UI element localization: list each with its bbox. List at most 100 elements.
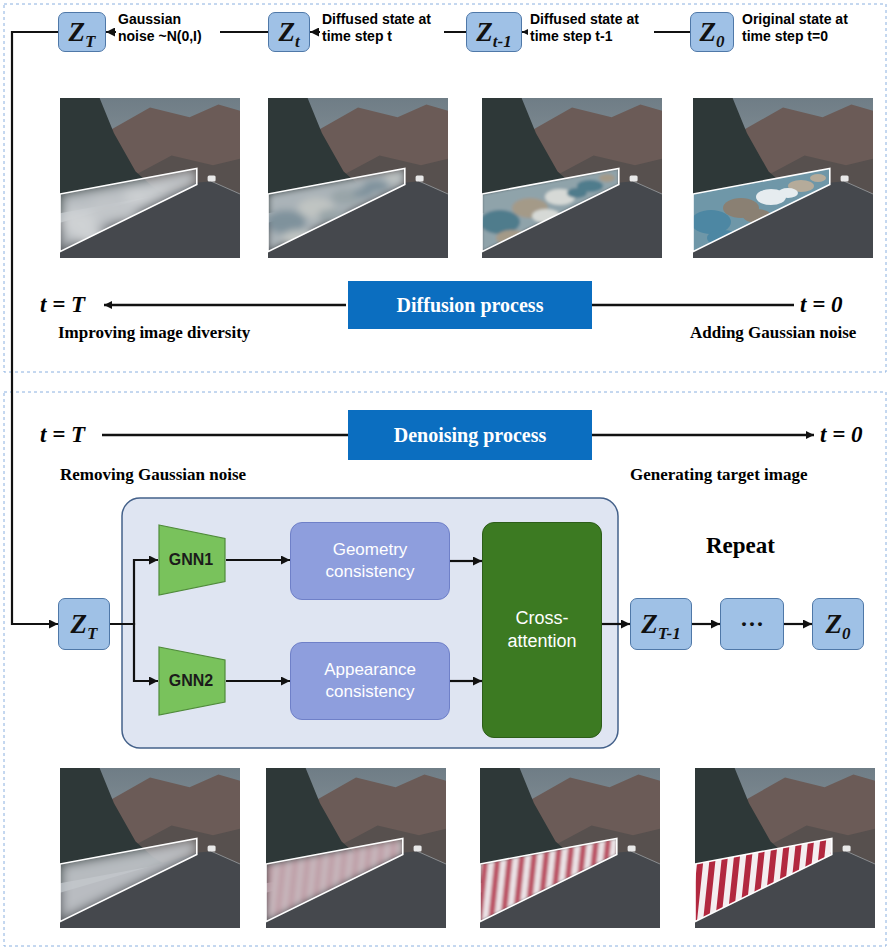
annotation-label: t = T	[38, 421, 87, 449]
sky	[480, 768, 660, 928]
river-detail	[707, 230, 739, 246]
river-detail	[177, 174, 193, 182]
sky	[60, 768, 240, 928]
timeline-line	[592, 304, 794, 307]
node-text: ZT	[69, 19, 96, 46]
river-detail	[496, 230, 528, 246]
region-outline	[60, 838, 197, 921]
state-subscript: T-1	[658, 624, 681, 643]
state-box: Zt	[268, 12, 310, 52]
flow-arrow	[110, 624, 158, 681]
flow-arrow	[12, 32, 58, 624]
annotation-label: Adding Gaussian noise	[690, 322, 856, 344]
car	[208, 846, 216, 852]
node-text: Cross-attention	[491, 607, 593, 654]
road-scene-image	[60, 98, 240, 258]
region-outline	[482, 168, 619, 251]
annotation-label: Generating target image	[630, 464, 808, 486]
annotation-label: Repeat	[706, 532, 775, 560]
masked-region	[482, 168, 619, 251]
region-fill	[266, 838, 403, 921]
road-scene-image	[482, 98, 662, 258]
region-outline	[60, 168, 197, 251]
node-text: ZT	[71, 611, 98, 638]
state-symbol: Z	[700, 17, 717, 47]
car	[841, 176, 849, 182]
node-text: Z0	[826, 611, 851, 638]
region-fill	[60, 168, 197, 251]
flow-arrow	[226, 559, 290, 561]
consistency-box: Geometry consistency	[290, 522, 450, 600]
module-container	[122, 498, 618, 748]
annotation-label: t = 0	[818, 421, 865, 449]
masked-region	[693, 168, 830, 251]
state-symbol: Z	[476, 17, 493, 47]
node-text: Appearance consistency	[301, 659, 439, 703]
state-symbol: Z	[69, 17, 86, 47]
state-box: ZT-1	[630, 598, 692, 650]
sky	[268, 98, 448, 258]
state-symbol: Z	[826, 609, 843, 639]
timeline-arrow	[104, 304, 346, 307]
state-subscript: T	[85, 32, 95, 51]
river-detail	[599, 174, 615, 182]
trapezoid	[159, 525, 225, 595]
road-edge	[633, 181, 662, 194]
region-fill	[480, 838, 617, 921]
masked-region	[480, 838, 617, 921]
flow-arrow	[450, 560, 482, 562]
annotation-label: t = 0	[798, 291, 845, 319]
flow-arrow	[450, 680, 482, 682]
flow-arrow	[784, 623, 812, 625]
region-content	[266, 838, 403, 921]
region-content	[60, 838, 197, 921]
road-scene-image	[693, 98, 873, 258]
annotation-label: Gaussian noise ~N(0,I)	[116, 11, 220, 45]
region-outline	[693, 168, 830, 251]
state-subscript: T	[87, 624, 97, 643]
region-content	[268, 168, 405, 251]
node-text: Geometry consistency	[301, 539, 439, 583]
car	[843, 846, 851, 852]
road-scene-image	[480, 768, 660, 928]
gnn-trapezoid: GNN2	[158, 646, 226, 716]
annotation-label: Improving image diversity	[58, 322, 250, 344]
region-outline	[268, 168, 405, 251]
node-text: ZT-1	[641, 611, 681, 638]
sky	[482, 98, 662, 258]
state-box: Zt-1	[466, 12, 522, 52]
river-detail	[74, 230, 106, 246]
sky	[695, 768, 875, 928]
masked-region	[60, 838, 197, 921]
masked-region	[268, 168, 405, 251]
annotation-label: t = T	[38, 291, 87, 319]
masked-region	[266, 838, 403, 921]
gnn-trapezoid: GNN1	[158, 524, 226, 596]
state-box: ZT	[58, 12, 106, 52]
flow-arrow	[602, 623, 630, 625]
state-subscript: t	[295, 32, 300, 51]
river-detail	[567, 188, 587, 198]
flow-arrow	[692, 623, 720, 625]
node-text: Zt	[278, 19, 299, 46]
road-edge	[211, 181, 240, 194]
river-detail	[282, 230, 314, 246]
state-box: ZT	[58, 598, 110, 650]
timeline-arrow	[592, 434, 814, 437]
region-fill	[482, 168, 619, 251]
region-outline	[695, 838, 832, 921]
annotation-label: Diffused state at time step t-1	[528, 11, 654, 45]
timeline-line	[102, 434, 348, 437]
region-content	[60, 168, 197, 251]
road-edge	[844, 181, 873, 194]
road-edge	[417, 851, 446, 864]
node-text: GNN2	[169, 672, 213, 690]
car	[208, 176, 216, 182]
annotation-label: Diffused state at time step t	[320, 11, 444, 45]
sky	[693, 98, 873, 258]
region-content	[695, 838, 832, 921]
state-subscript: t-1	[493, 32, 512, 51]
river-detail	[778, 188, 798, 198]
